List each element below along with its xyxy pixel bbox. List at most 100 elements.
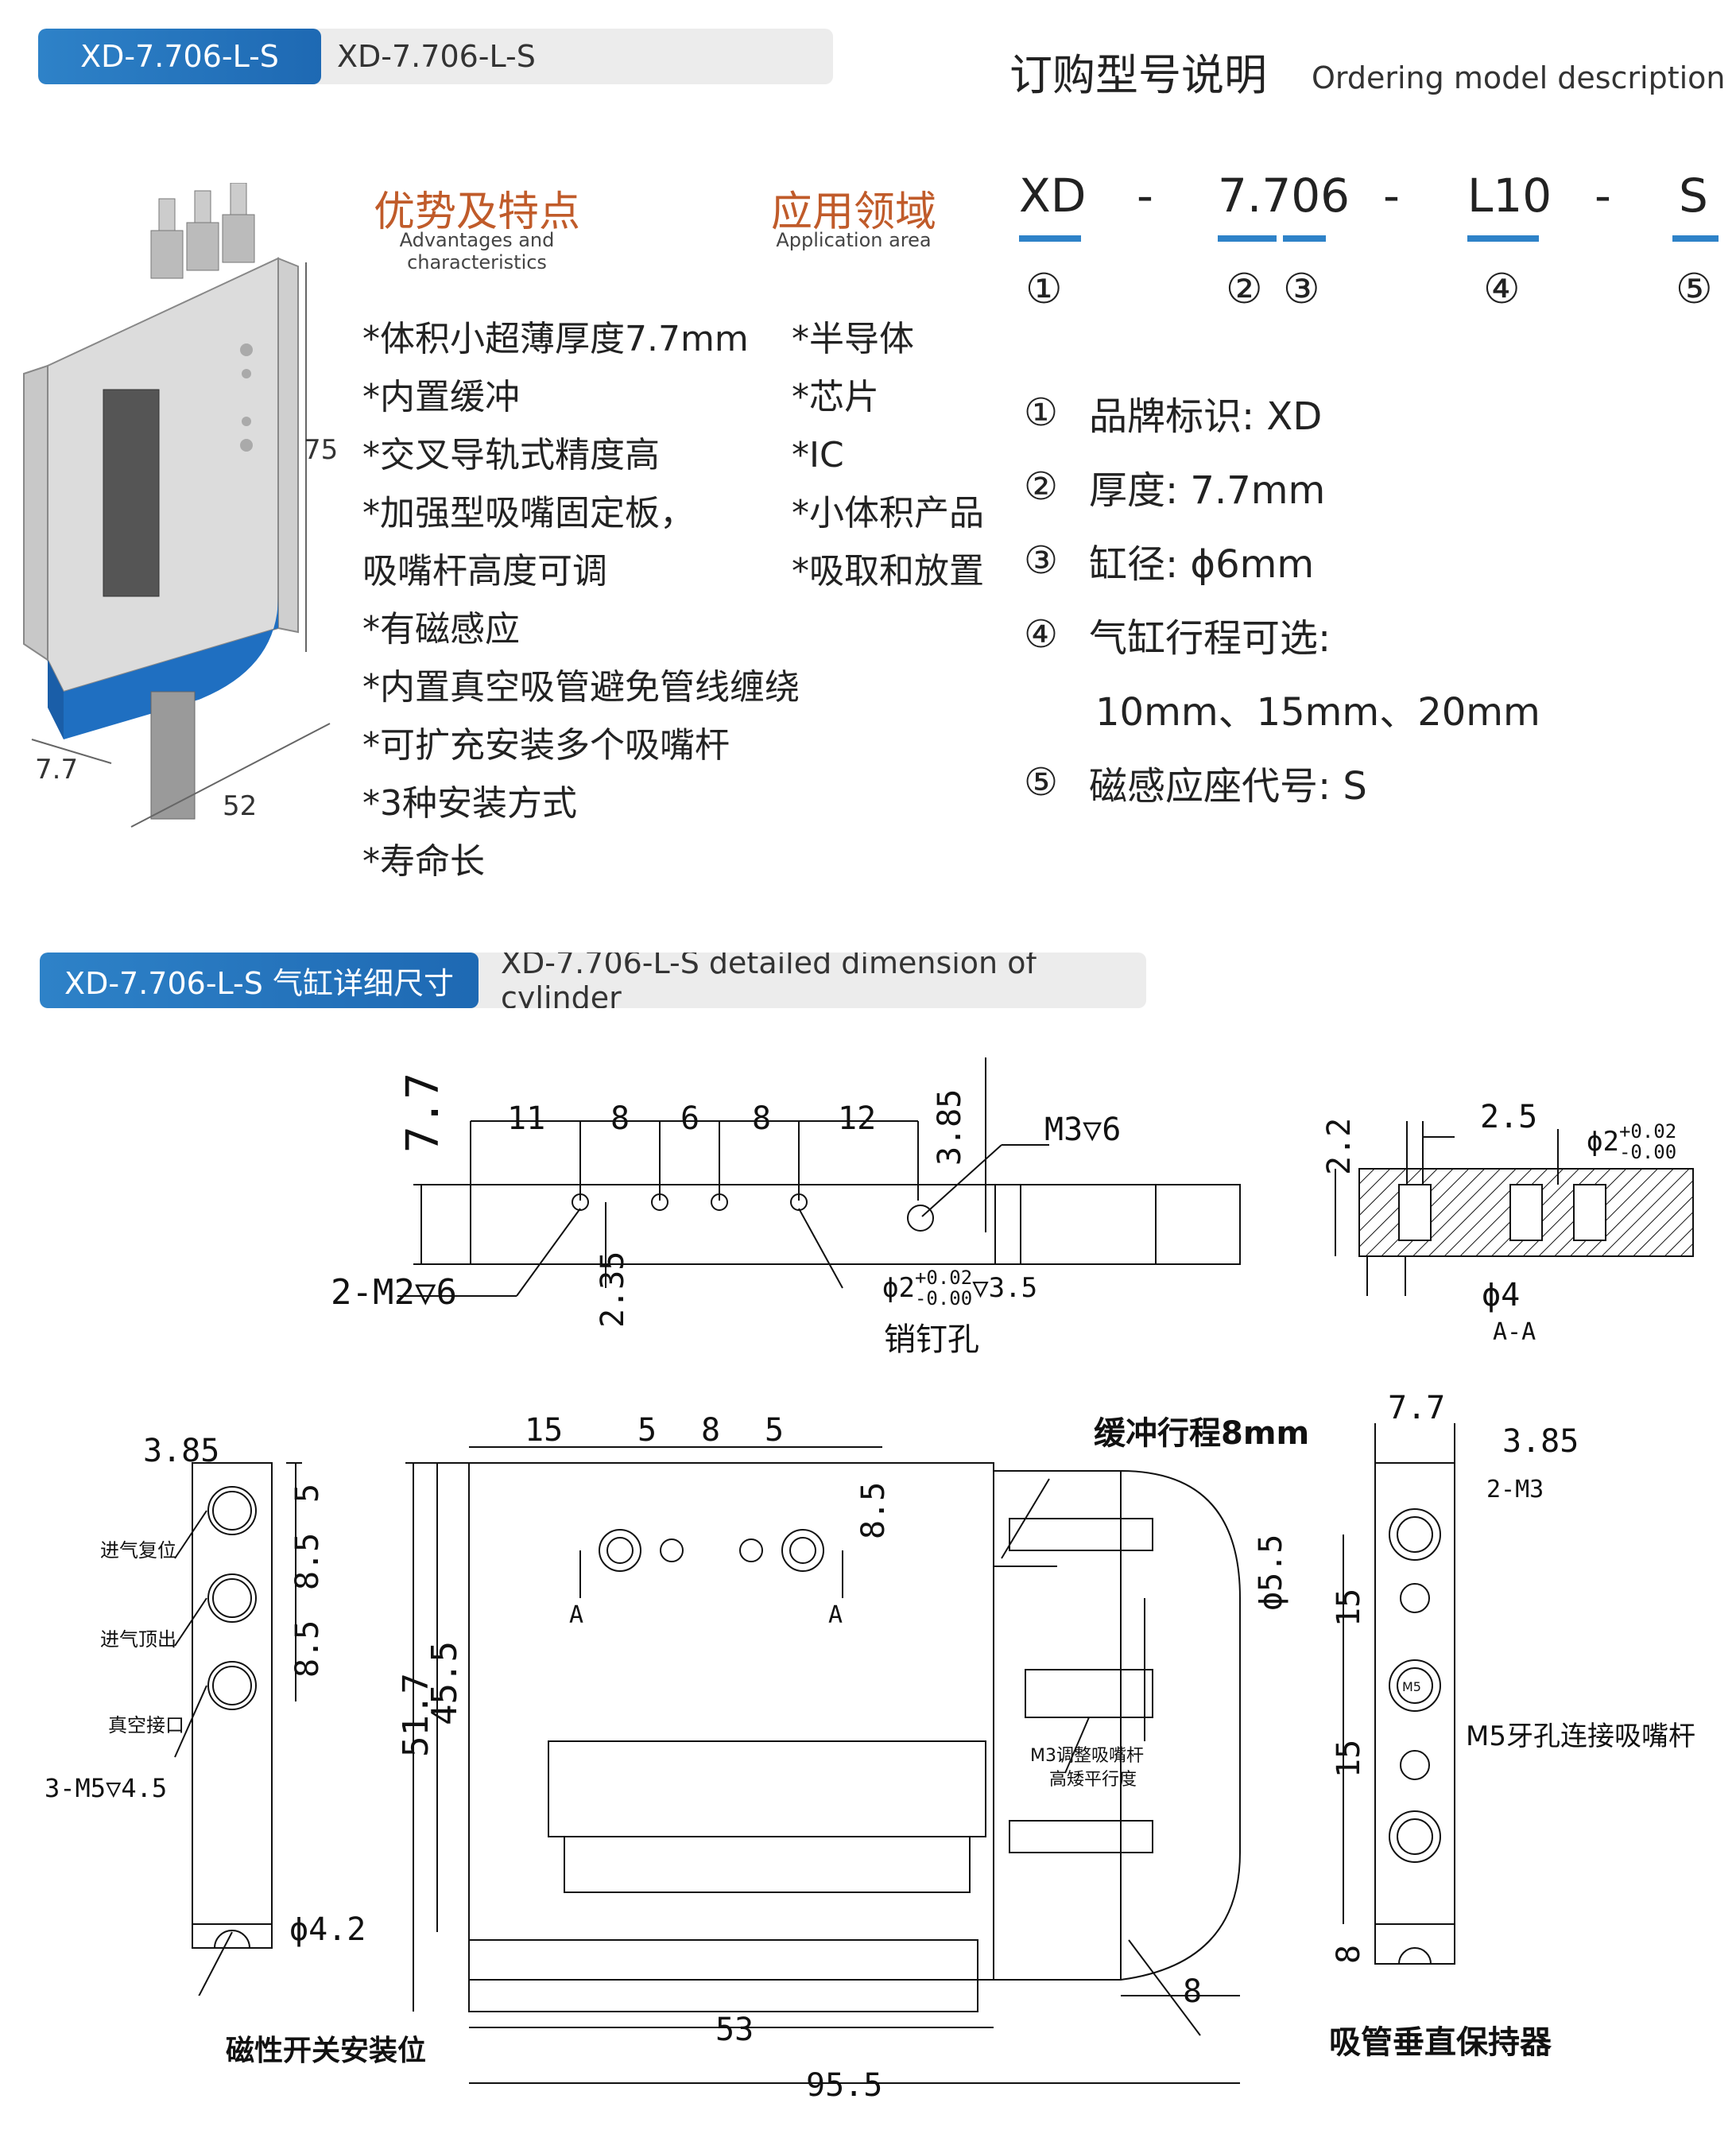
detail-title-bar: XD-7.706-L-S 气缸详细尺寸 XD-7.706-L-S detaile…: [40, 953, 1146, 1008]
top-view-drawing: [397, 1057, 1241, 1297]
product-height-label: 75: [304, 434, 339, 466]
aa-tolerance: +0.02 -0.00: [1619, 1121, 1676, 1162]
advantage-item: *交叉导轨式精度高: [362, 435, 660, 475]
dim-spacing: 8: [610, 1100, 630, 1137]
lv-dim-85a: 8.5: [289, 1532, 326, 1590]
vertical-holder-label: 吸管垂直保持器: [1329, 2024, 1552, 2061]
advantage-item: *有磁感应: [362, 609, 520, 650]
rv-dim-15a: 15: [1331, 1588, 1367, 1627]
advantage-item: *内置真空吸管避免管线缠绕: [362, 667, 800, 708]
m5-thread-label: M5牙孔连接吸嘴杆: [1466, 1721, 1695, 1752]
dim-pin: ϕ2 +0.02 -0.00 ▽3.5: [882, 1267, 1037, 1309]
legend-text: 缸径: ϕ6mm: [1089, 541, 1315, 587]
fv-section-a: A: [569, 1601, 584, 1629]
legend-text: 10mm、15mm、20mm: [1095, 689, 1540, 735]
pin-tolerance: +0.02 -0.00: [915, 1267, 972, 1309]
code-underline: [1467, 235, 1539, 242]
advantage-item: *寿命长: [362, 841, 485, 882]
aa-label: A-A: [1493, 1318, 1536, 1346]
m3-adjust-label-1: M3调整吸嘴杆: [1030, 1746, 1144, 1766]
aa-dim-22: 2.2: [1321, 1117, 1358, 1175]
order-title-cn: 订购型号说明: [1009, 50, 1267, 100]
section-aa-drawing: [1335, 1121, 1694, 1296]
code-underline: [1283, 235, 1326, 242]
legend-row: ① 品牌标识: XD: [1024, 375, 1540, 449]
pin-tol-up: +0.02: [914, 1267, 973, 1289]
dim-spacing: 11: [507, 1100, 546, 1137]
legend-text: 气缸行程可选:: [1089, 615, 1331, 661]
application-list: *半导体 *芯片 *IC *小体积产品 *吸取和放置: [792, 310, 984, 600]
advantage-item: *加强型吸嘴固定板，: [362, 493, 695, 534]
left-view-drawing: [174, 1462, 302, 1996]
pin-phi: ϕ2: [882, 1272, 915, 1304]
cushion-stroke-label: 缓冲行程8mm: [1094, 1415, 1310, 1452]
port-reset-label: 进气复位: [100, 1539, 176, 1562]
detail-title-blue: XD-7.706-L-S 气缸详细尺寸: [40, 953, 479, 1008]
application-item: *芯片: [792, 377, 879, 417]
port-vacuum-label: 真空接口: [108, 1714, 184, 1736]
pin-hole-label: 销钉孔: [884, 1321, 979, 1358]
dim-385: 3.85: [932, 1088, 968, 1166]
code-number: ③: [1283, 266, 1320, 313]
application-title-en: Application area: [776, 229, 932, 251]
legend-num: ④: [1024, 611, 1059, 657]
code-underline: [1672, 235, 1719, 242]
code-stroke: L10: [1467, 169, 1552, 223]
code-number: ②: [1226, 266, 1263, 313]
application-item: *IC: [792, 435, 844, 475]
dim-thickness: 7.7: [397, 1072, 449, 1153]
fv-spacing: 5: [637, 1412, 657, 1449]
top-title-bar: XD-7.706-L-S XD-7.706-L-S: [38, 29, 833, 84]
legend-row: ⑤ 磁感应座代号: S: [1024, 745, 1540, 819]
code-dash: -: [1595, 169, 1611, 223]
port-push-label: 进气顶出: [100, 1628, 176, 1651]
dim-235: 2.35: [595, 1251, 631, 1328]
aa-dim-25: 2.5: [1480, 1099, 1538, 1135]
legend-row: ② 厚度: 7.7mm: [1024, 449, 1540, 523]
lv-dim-phi42: ϕ4.2: [289, 1911, 366, 1948]
application-item: *小体积产品: [792, 493, 984, 534]
rv-dim-8: 8: [1331, 1944, 1367, 1964]
code-underline: [1019, 235, 1081, 242]
switch-position-label: 磁性开关安装位: [226, 2035, 427, 2067]
legend-num: ⑤: [1024, 759, 1059, 805]
legend-num: ①: [1024, 390, 1059, 435]
front-view-drawing: [405, 1446, 1241, 2084]
right-view-drawing: [1343, 1423, 1455, 1965]
dim-spacing: 8: [752, 1100, 772, 1137]
code-brand: XD: [1019, 169, 1087, 223]
code-number: ⑤: [1676, 266, 1713, 313]
legend-row: 10mm、15mm、20mm: [1024, 671, 1540, 745]
fv-spacing: 8: [701, 1412, 721, 1449]
lv-dim-m5: 3-M5▽4.5: [45, 1773, 168, 1803]
advantages-list: *体积小超薄厚度7.7mm *内置缓冲 *交叉导轨式精度高 *加强型吸嘴固定板，…: [362, 310, 800, 890]
application-title-cn: 应用领域: [770, 188, 936, 236]
aa-dim-phi4: ϕ4: [1482, 1277, 1521, 1313]
code-underline: [1218, 235, 1277, 242]
product-thickness-label: 7.7: [35, 754, 79, 786]
code-number: ①: [1025, 266, 1063, 313]
m5-thread-mark: M5: [1402, 1679, 1421, 1694]
lv-dim-5: 5: [289, 1483, 326, 1503]
legend-text: 品牌标识: XD: [1089, 394, 1323, 439]
fv-dim-phi55: ϕ5.5: [1253, 1534, 1289, 1611]
lv-dim-385: 3.85: [143, 1433, 220, 1469]
dim-spacing: 6: [680, 1100, 700, 1137]
legend-row: ④ 气缸行程可选:: [1024, 597, 1540, 671]
dim-spacing: 12: [838, 1100, 877, 1137]
fv-dim-85: 8.5: [855, 1481, 892, 1539]
rv-dim-77: 7.7: [1388, 1390, 1446, 1426]
fv-dim-8: 8: [1183, 1973, 1203, 2010]
aa-phi2: ϕ2: [1587, 1126, 1619, 1158]
legend-num: ②: [1024, 464, 1059, 509]
aa-tol-up: +0.02: [1618, 1120, 1677, 1143]
advantages-title-en: Advantages and characteristics: [399, 229, 555, 274]
aa-tol-dn: -0.00: [1618, 1141, 1677, 1163]
product-width-label: 52: [223, 790, 258, 822]
advantages-title-cn: 优势及特点: [373, 188, 580, 236]
aa-dim-phi2: ϕ2 +0.02 -0.00: [1587, 1121, 1676, 1162]
code-number: ④: [1483, 266, 1521, 313]
application-item: *半导体: [792, 319, 914, 359]
legend: ① 品牌标识: XD ② 厚度: 7.7mm ③ 缸径: ϕ6mm ④ 气缸行程…: [1024, 375, 1540, 819]
top-title-blue: XD-7.706-L-S: [38, 29, 321, 84]
